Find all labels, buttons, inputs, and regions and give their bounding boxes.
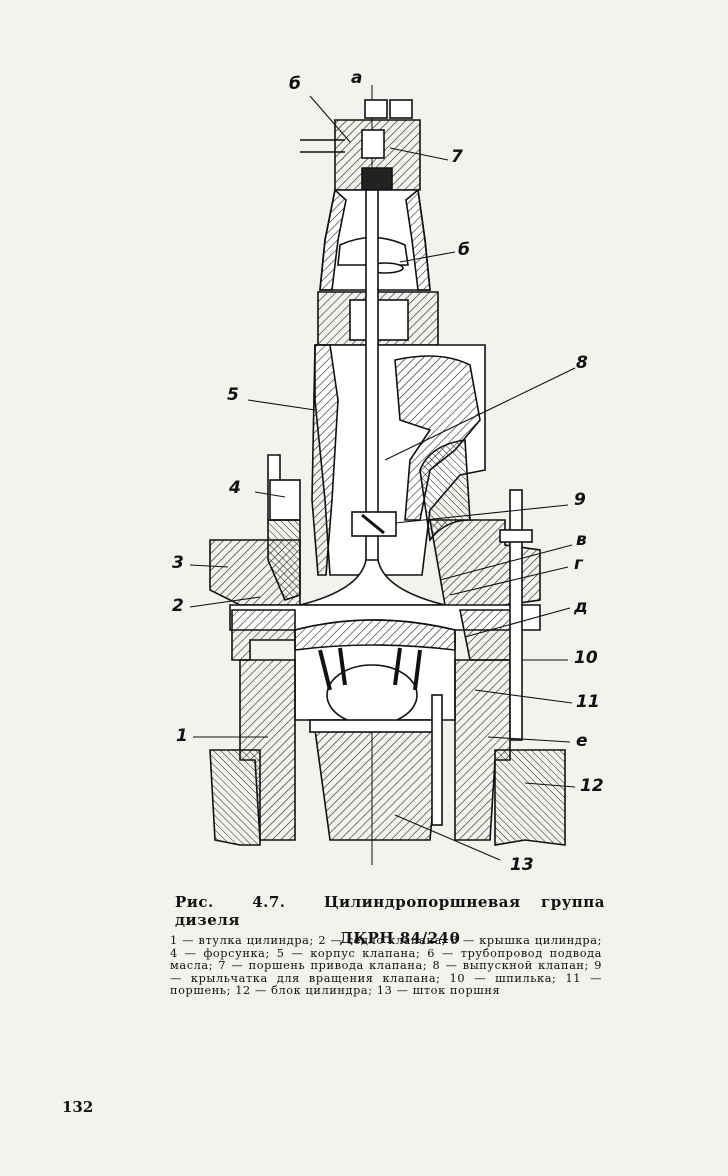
callout-11: 11 <box>576 692 600 712</box>
callout-3: 3 <box>172 553 184 573</box>
page-number: 132 <box>62 1098 94 1116</box>
caption-prefix: Рис. <box>175 893 214 911</box>
callout-13: 13 <box>510 855 534 875</box>
callout-v: в <box>576 530 587 550</box>
caption-title-line1: Цилиндропоршневая группа дизеля <box>175 893 605 929</box>
callout-2: 2 <box>172 596 184 616</box>
callout-8: 8 <box>576 353 588 373</box>
callout-b-right: б <box>458 240 470 260</box>
caption-number: 4.7. <box>252 893 286 911</box>
figure-legend: 1 — втулка цилиндра; 2 — седло клапана; … <box>170 934 602 998</box>
callout-4: 4 <box>229 478 241 498</box>
callout-9: 9 <box>574 490 586 510</box>
callout-g: г <box>574 554 583 574</box>
callout-1: 1 <box>176 726 188 746</box>
callout-7: 7 <box>451 147 463 167</box>
caption-title-line2: ДКРН 84/240 <box>339 929 461 947</box>
callout-d: д <box>574 597 588 617</box>
callout-b-top: б <box>289 74 301 94</box>
figure-caption: Рис. 4.7. Цилиндропоршневая группа дизел… <box>175 893 605 947</box>
callout-e: е <box>576 731 588 751</box>
callout-5: 5 <box>227 385 239 405</box>
cylinder-piston-drawing <box>189 85 576 865</box>
callout-12: 12 <box>580 776 604 796</box>
callout-10: 10 <box>574 648 598 668</box>
callout-a: а <box>351 68 363 88</box>
